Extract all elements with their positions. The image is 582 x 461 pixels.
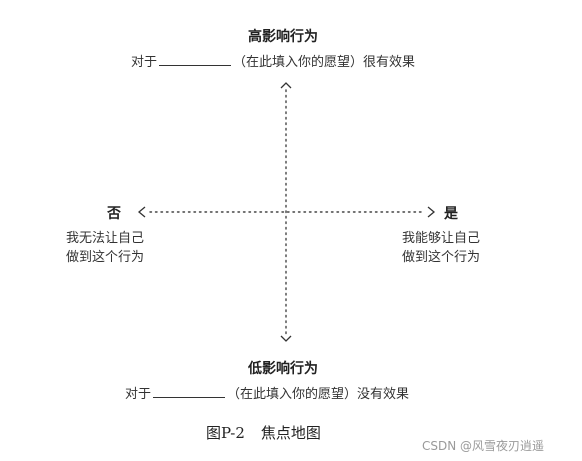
figure-caption: 图P-2 焦点地图 [206,422,321,443]
top-prefix: 对于 [131,55,158,70]
right-line-2: 做到这个行为 [402,250,481,265]
top-suffix: （在此填入你的愿望）很有效果 [233,55,416,70]
top-subtitle: 对于 （在此填入你的愿望）很有效果 [131,51,415,70]
bottom-prefix: 对于 [125,387,152,402]
bottom-subtitle: 对于 （在此填入你的愿望）没有效果 [125,383,409,402]
right-line-1: 我能够让自己 [402,231,481,246]
arrow-up-icon [280,82,292,89]
arrow-right-icon [427,206,436,218]
bottom-title: 低影响行为 [248,361,318,377]
left-line-1: 我无法让自己 [66,231,145,246]
bottom-suffix: （在此填入你的愿望）没有效果 [227,387,410,402]
figure-number: 图P-2 [206,424,245,442]
top-fill-in-blank [159,55,232,66]
left-answer: 否 [107,206,121,222]
figure-title: 焦点地图 [260,424,321,442]
right-description: 我能够让自己 做到这个行为 [402,229,480,267]
watermark: CSDN @风雪夜刃逍遥 [422,439,545,453]
left-description: 我无法让自己 做到这个行为 [66,229,144,267]
bottom-fill-in-blank [153,387,226,398]
arrow-down-icon [280,335,292,342]
right-answer: 是 [444,206,458,222]
arrow-left-icon [137,206,146,218]
top-title: 高影响行为 [248,29,318,45]
left-line-2: 做到这个行为 [66,250,145,265]
